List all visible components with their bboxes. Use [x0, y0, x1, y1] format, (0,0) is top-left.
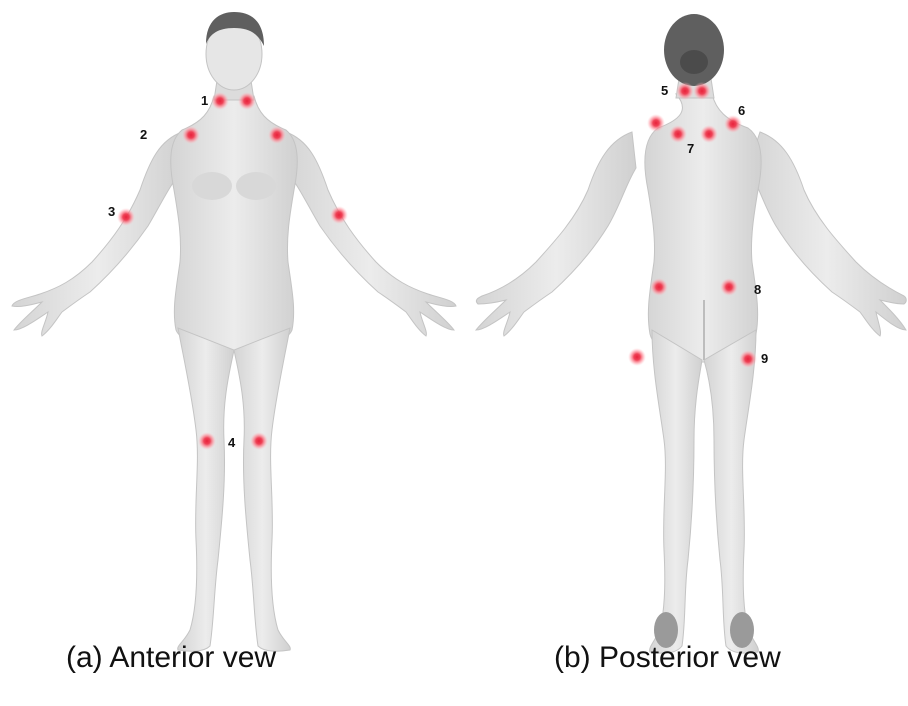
marker-9-right [739, 350, 757, 368]
point-label-1: 1 [201, 93, 208, 108]
point-label-5: 5 [661, 83, 668, 98]
posterior-left-leg [650, 330, 702, 653]
marker-2-right [268, 126, 286, 144]
point-label-2: 2 [140, 127, 147, 142]
posterior-caption: (b) Posterior vew [554, 641, 854, 681]
point-label-4: 4 [228, 435, 236, 450]
point-label-3: 3 [108, 204, 115, 219]
marker-7-right [700, 125, 718, 143]
anterior-caption: (a) Anterior vew [66, 641, 366, 681]
marker-4-left [198, 432, 216, 450]
marker-3-right [330, 206, 348, 224]
marker-4-right [250, 432, 268, 450]
anterior-chest-shade-r [236, 172, 276, 200]
anterior-right-arm [284, 132, 456, 336]
posterior-right-arm [748, 132, 906, 336]
marker-8-left [650, 278, 668, 296]
marker-9-left [628, 348, 646, 366]
marker-2-left [182, 126, 200, 144]
point-label-8: 8 [754, 282, 761, 297]
point-label-9: 9 [761, 351, 768, 366]
marker-7-left [669, 125, 687, 143]
anterior-left-arm [12, 132, 184, 336]
point-label-6: 6 [738, 103, 745, 118]
posterior-hair-bun [680, 50, 708, 74]
anterior-chest-shade-l [192, 172, 232, 200]
anterior-left-leg [178, 328, 234, 651]
marker-5-left [676, 82, 694, 100]
posterior-left-arm [476, 132, 636, 336]
marker-6-left [647, 114, 665, 132]
point-label-7: 7 [687, 141, 694, 156]
posterior-right-leg [704, 330, 758, 653]
marker-1-left [211, 92, 229, 110]
marker-8-right [720, 278, 738, 296]
marker-3-left [117, 208, 135, 226]
posterior-figure [476, 14, 906, 653]
anterior-right-leg [234, 328, 290, 651]
marker-5-right [693, 82, 711, 100]
anterior-figure [12, 12, 456, 651]
marker-1-right [238, 92, 256, 110]
